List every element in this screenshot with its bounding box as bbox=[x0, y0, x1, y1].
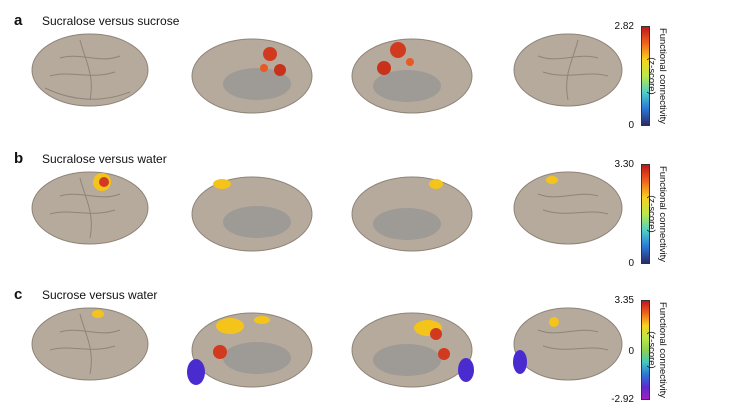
panel-a: a Sucralose versus sucrose bbox=[0, 8, 730, 146]
brain-lateral-left bbox=[31, 307, 149, 381]
activation-spot bbox=[274, 64, 286, 76]
activation-spot bbox=[92, 310, 104, 318]
activation-spot bbox=[254, 316, 270, 324]
brain-medial-right bbox=[351, 176, 473, 252]
colorbar-max: 3.30 bbox=[614, 159, 634, 170]
panel-c: c Sucrose versus water bbox=[0, 282, 730, 420]
brain-lateral-left bbox=[31, 33, 149, 107]
brain-views-c bbox=[31, 307, 623, 388]
activation-spot bbox=[213, 179, 231, 189]
activation-spot bbox=[216, 318, 244, 334]
brain-views-b bbox=[31, 171, 623, 252]
brain-views-a bbox=[31, 33, 623, 114]
colorbar-b bbox=[641, 164, 650, 264]
brain-lateral-right bbox=[513, 33, 623, 107]
panel-title: Sucrose versus water bbox=[42, 288, 158, 302]
panel-letter: c bbox=[14, 286, 23, 303]
brain-medial-left bbox=[191, 176, 313, 252]
colorbar-min: 0 bbox=[628, 120, 634, 131]
colorbar-label: Functional connectivity(z-score) bbox=[646, 301, 668, 399]
panel-title: Sucralose versus sucrose bbox=[42, 14, 180, 28]
panel-letter: b bbox=[14, 150, 24, 167]
activation-spot bbox=[546, 176, 558, 184]
activation-spot bbox=[406, 58, 414, 66]
brain-medial-right bbox=[351, 312, 474, 388]
activation-spot bbox=[99, 177, 109, 187]
panel-letter: a bbox=[14, 12, 23, 29]
activation-spot bbox=[390, 42, 406, 58]
activation-spot bbox=[458, 358, 474, 382]
colorbar-a bbox=[641, 26, 650, 126]
brain-lateral-right bbox=[513, 307, 623, 381]
panel-title: Sucralose versus water bbox=[42, 152, 167, 166]
activation-spot bbox=[263, 47, 277, 61]
activation-spot bbox=[187, 359, 205, 385]
colorbar-label: Functional connectivity(z-score) bbox=[646, 165, 668, 263]
colorbar-mid: 0 bbox=[628, 346, 634, 357]
colorbar-label: Functional connectivity(z-score) bbox=[646, 27, 668, 125]
activation-spot bbox=[260, 64, 268, 72]
colorbar-min: 0 bbox=[628, 258, 634, 269]
activation-spot bbox=[513, 350, 527, 374]
activation-spot bbox=[438, 348, 450, 360]
brain-medial-right bbox=[351, 38, 473, 114]
brain-medial-left bbox=[187, 312, 313, 388]
activation-spot bbox=[430, 328, 442, 340]
brain-lateral-left bbox=[31, 171, 149, 245]
brain-medial-left bbox=[191, 38, 313, 114]
colorbar-max: 3.35 bbox=[614, 295, 634, 306]
colorbar-c bbox=[641, 300, 650, 400]
panel-b: b Sucralose versus water 3.30 0 Function… bbox=[0, 146, 730, 284]
activation-spot bbox=[429, 179, 443, 189]
activation-spot bbox=[377, 61, 391, 75]
colorbar-min: -2.92 bbox=[611, 394, 634, 405]
activation-spot bbox=[549, 317, 559, 327]
activation-spot bbox=[213, 345, 227, 359]
brain-lateral-right bbox=[513, 171, 623, 245]
colorbar-max: 2.82 bbox=[614, 21, 634, 32]
